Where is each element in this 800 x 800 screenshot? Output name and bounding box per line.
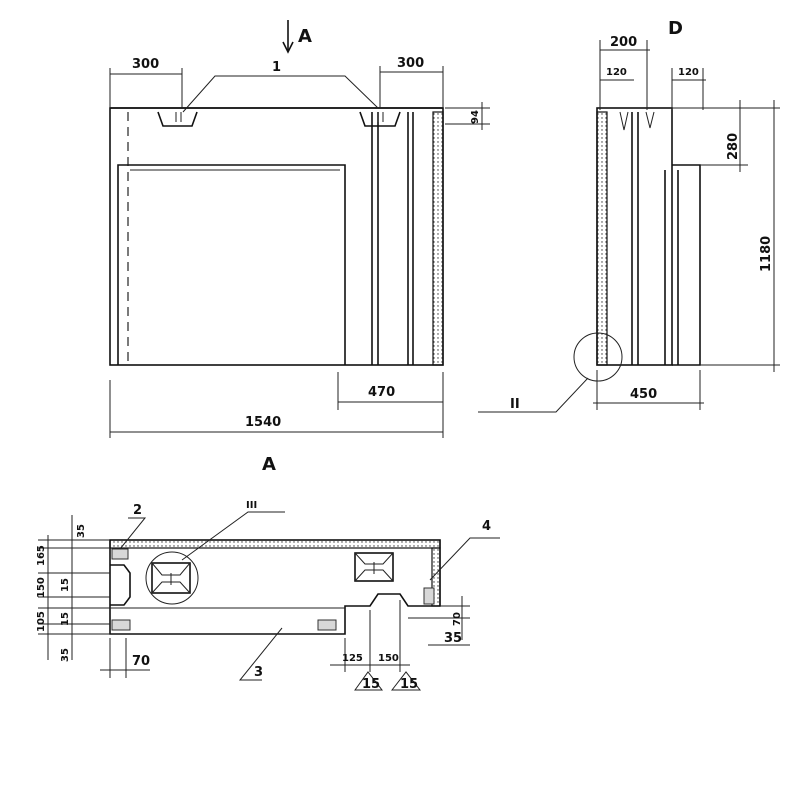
dim-450: 450 <box>630 387 657 402</box>
detail-ii-circle <box>573 332 623 382</box>
side-outline <box>596 107 673 366</box>
dim-120-right: 120 <box>678 67 699 78</box>
dim-105: 105 <box>36 611 47 632</box>
lifting-loop-left <box>157 111 198 127</box>
dim-94: 94 <box>470 110 481 124</box>
leader-4: 4 <box>482 519 491 534</box>
dim-35-bot: 35 <box>60 648 71 662</box>
dim-35-top: 35 <box>76 524 87 538</box>
dim-165: 165 <box>36 545 47 566</box>
plan-loop-right <box>354 552 394 582</box>
dim-15-a: 15 <box>60 578 71 592</box>
dim-300-right: 300 <box>397 56 424 71</box>
leader-2: 2 <box>133 503 142 518</box>
dim-15-bot-1: 15 <box>362 677 380 692</box>
plan-loop-left <box>151 562 191 594</box>
dim-200: 200 <box>610 35 637 50</box>
leader-3: 3 <box>254 665 263 680</box>
dim-150-bot: 150 <box>378 653 399 664</box>
leader-1-label: 1 <box>272 60 281 75</box>
dim-1540: 1540 <box>245 415 281 430</box>
view-arrow-a: A <box>298 26 312 47</box>
plan-outline <box>109 539 441 635</box>
front-view: 1 300 300 94 A 470 1540 <box>109 20 490 438</box>
plan-section: 2 III 4 3 35 165 15 150 15 105 35 70 125… <box>36 500 500 692</box>
side-view: D 200 120 120 280 1180 450 <box>478 18 780 413</box>
dim-470: 470 <box>368 385 395 400</box>
detail-ii-label: II <box>510 397 520 412</box>
front-outline <box>109 107 444 366</box>
inner-opening <box>117 164 346 365</box>
side-view-title: D <box>668 18 683 39</box>
dim-125: 125 <box>342 653 363 664</box>
dim-70-right: 70 <box>452 612 463 626</box>
detail-iii-circle <box>145 551 199 605</box>
leader-1 <box>182 75 379 113</box>
section-a-title: A <box>262 454 276 475</box>
dim-70-left: 70 <box>132 654 150 669</box>
rebar-block <box>111 548 129 560</box>
dim-35-right: 35 <box>444 631 462 646</box>
dim-280: 280 <box>726 133 741 160</box>
dim-15-bot-2: 15 <box>400 677 418 692</box>
dim-300-left: 300 <box>132 57 159 72</box>
dim-120-left: 120 <box>606 67 627 78</box>
detail-iii-label: III <box>246 500 257 511</box>
lifting-loop-right <box>359 111 401 127</box>
dim-1180: 1180 <box>759 236 774 272</box>
front-dotted-skin <box>432 111 444 366</box>
dim-150: 150 <box>36 577 47 598</box>
dim-15-b: 15 <box>60 612 71 626</box>
